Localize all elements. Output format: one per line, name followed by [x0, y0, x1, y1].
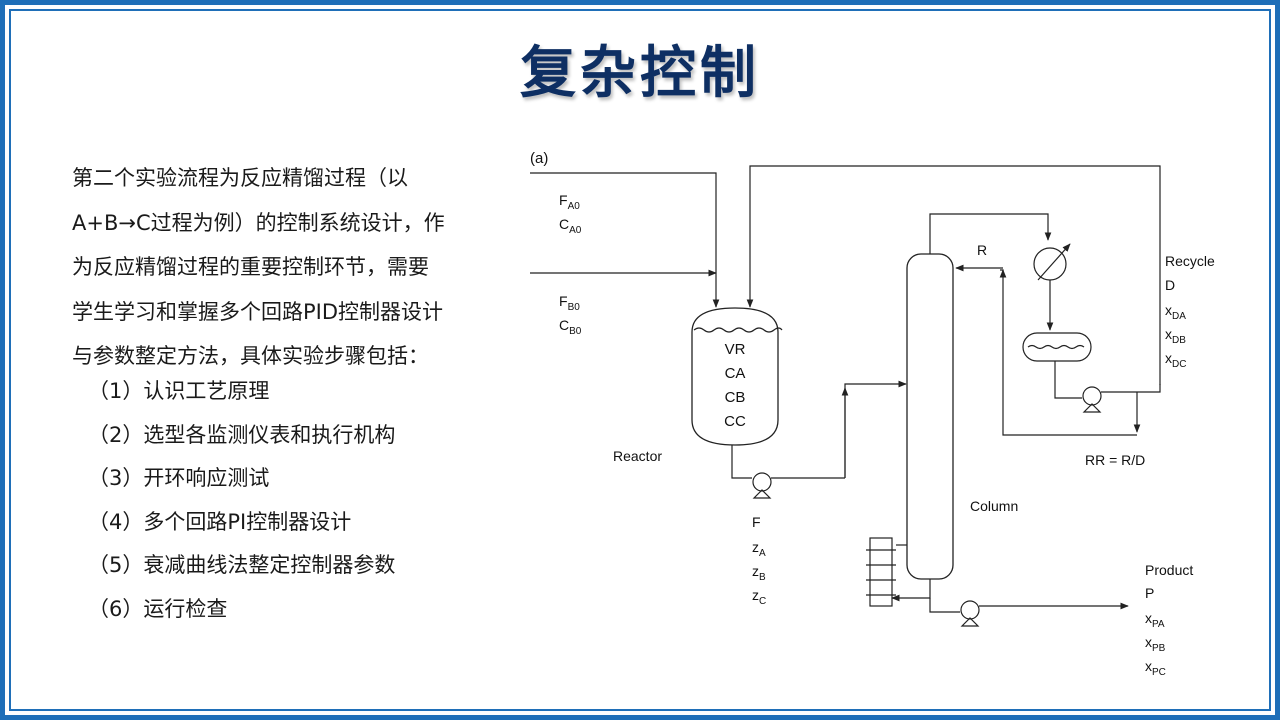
reflux-drum: [1022, 332, 1092, 362]
process-flow-diagram: (a) FA0 CA0 FB0 CB0 VR CA CB CC Reactor …: [530, 150, 1215, 678]
column-label: Column: [970, 498, 1018, 514]
slide-border-inner: [9, 9, 1271, 711]
reactor-var: VR: [725, 341, 746, 358]
reactor-var: CC: [724, 413, 746, 430]
reactor-pump-icon: [752, 472, 845, 499]
reboiler-icon: [866, 537, 896, 607]
recycle-comp-label: xDB: [1165, 326, 1186, 346]
step-item: （5）衰减曲线法整定控制器参数: [88, 553, 396, 577]
step-item: （2）选型各监测仪表和执行机构: [88, 422, 396, 447]
feed-a-flow-label: FA0: [559, 192, 580, 212]
recycle-comp-label: xDA: [1165, 302, 1186, 322]
reactor-var: CB: [725, 389, 746, 406]
feed-a-stream: [530, 172, 720, 308]
intro-line: 与参数整定方法，具体实验步骤包括：: [72, 344, 429, 368]
intro-line: 为反应精馏过程的重要控制环节，需要: [72, 255, 429, 279]
recycle-title: Recycle: [1165, 253, 1215, 269]
outlet-comp-label: zC: [752, 587, 766, 607]
recycle-comp-label: xDC: [1165, 350, 1186, 370]
bottoms-pump-icon: [960, 600, 980, 627]
reactor-var: CA: [725, 365, 746, 382]
column-feed-stream: [844, 380, 907, 478]
outlet-comp-label: zB: [752, 563, 766, 583]
distillate-line: [1101, 384, 1161, 393]
step-item: （1）认识工艺原理: [88, 379, 270, 403]
bottoms-line: [929, 598, 960, 613]
intro-paragraph: 第二个实验流程为反应精馏过程（以 A+B→C过程为例）的控制系统设计，作 为反应…: [72, 156, 512, 379]
outlet-comp-label: zA: [752, 539, 766, 559]
outlet-flow-label: F: [752, 514, 761, 530]
recycle-return-stream: [746, 165, 1161, 385]
overhead-vapor-stream: [929, 213, 1052, 254]
reactor-liquid-level: [693, 327, 783, 333]
reboiler-return-line: [891, 579, 931, 602]
recycle-flow-label: D: [1165, 277, 1175, 293]
step-item: （3）开环响应测试: [88, 466, 270, 490]
feed-b-flow-label: FB0: [559, 293, 580, 313]
slide-title: 复杂控制: [520, 40, 760, 106]
step-item: （4）多个回路PI控制器设计: [88, 509, 352, 534]
reflux-pump-icon: [1082, 386, 1102, 413]
drum-outlet-line: [1054, 361, 1082, 399]
reactor-label: Reactor: [613, 448, 662, 464]
feed-a-conc-label: CA0: [559, 216, 582, 236]
intro-line: 第二个实验流程为反应精馏过程（以: [72, 166, 408, 190]
steps-list: （1）认识工艺原理 （2）选型各监测仪表和执行机构 （3）开环响应测试 （4）多…: [88, 370, 508, 631]
product-comp-label: xPB: [1145, 634, 1166, 654]
panel-label: (a): [530, 150, 548, 167]
intro-line: 学生学习和掌握多个回路PID控制器设计: [72, 299, 444, 324]
distillation-column: [906, 253, 954, 580]
intro-line: A+B→C过程为例）的控制系统设计，作: [72, 210, 445, 235]
product-comp-label: xPC: [1145, 658, 1166, 678]
reflux-label: R: [977, 242, 987, 258]
reflux-ratio-label: RR = R/D: [1085, 452, 1145, 468]
product-comp-label: xPA: [1145, 610, 1165, 630]
product-flow-label: P: [1145, 585, 1154, 601]
feed-b-conc-label: CB0: [559, 317, 582, 337]
product-title: Product: [1145, 562, 1193, 578]
condenser-icon: [1033, 243, 1071, 281]
drum-liquid-level: [1027, 344, 1085, 350]
reactor-outlet-line: [731, 445, 752, 479]
step-item: （6）运行检查: [88, 596, 228, 621]
reactor-vessel: [691, 307, 779, 446]
